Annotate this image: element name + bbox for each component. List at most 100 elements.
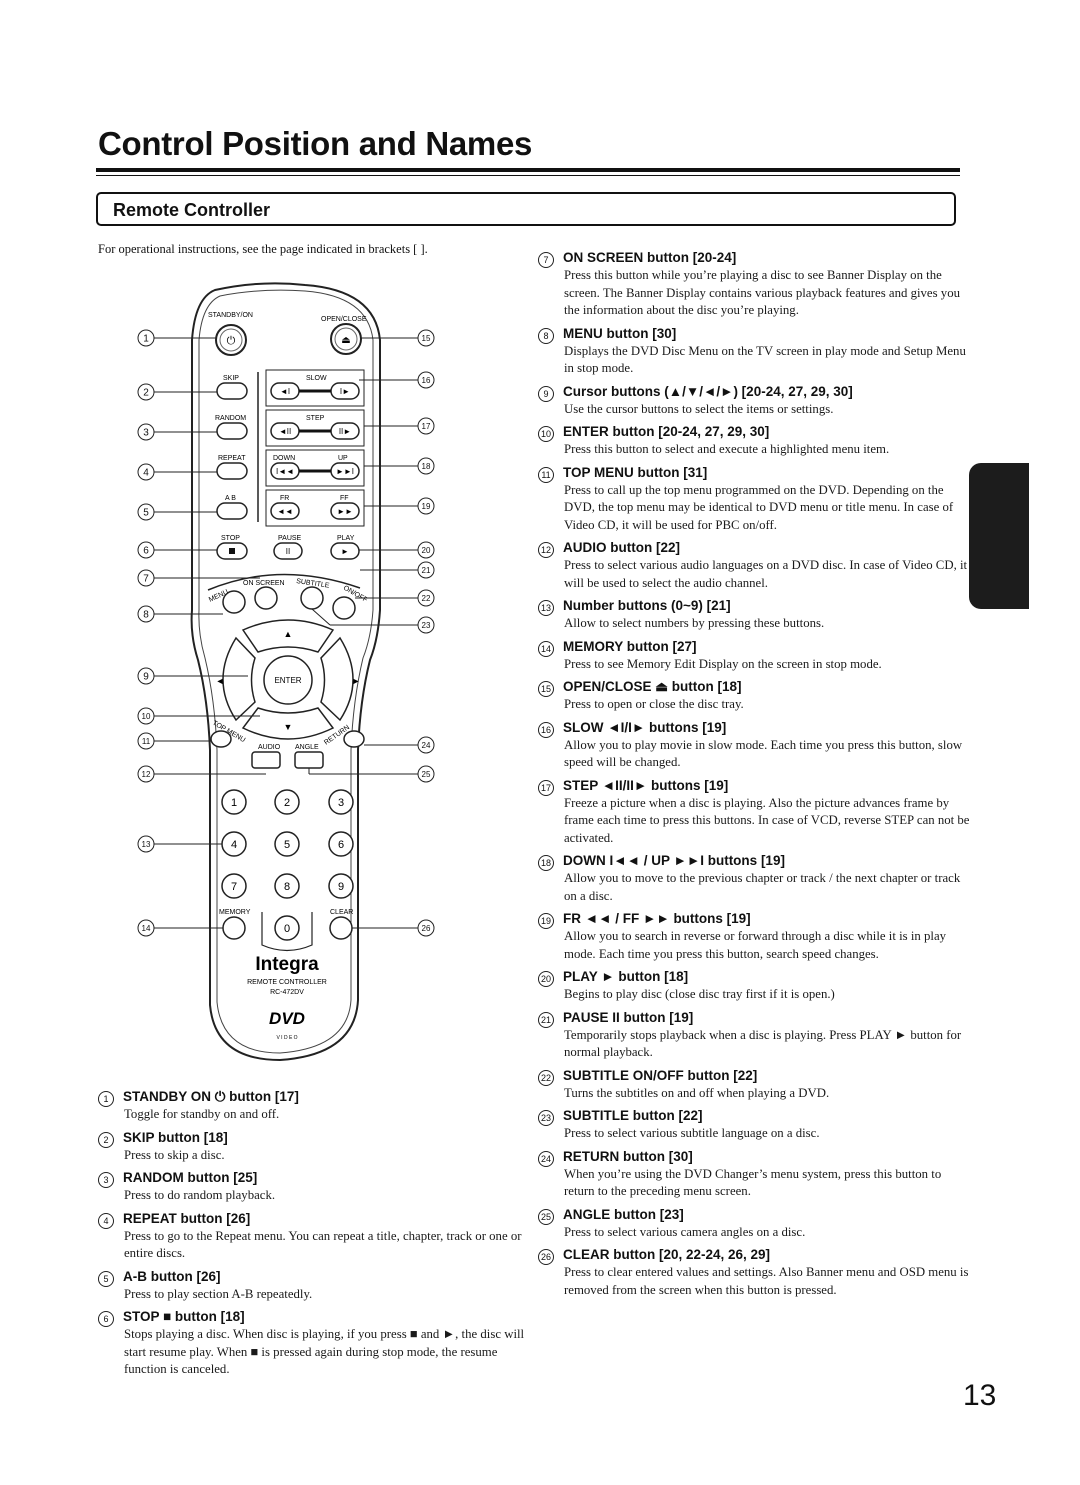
open-close-button[interactable]: ⏏ [330,323,362,355]
cursor-right-button[interactable] [320,636,354,722]
standby-button[interactable]: ⏻ [215,324,247,356]
svg-text:5: 5 [143,508,149,519]
number-button-7[interactable] [221,873,247,899]
callout-number: 8 [538,327,554,344]
callout-number: 25 [538,1208,554,1225]
control-text: Press to go to the Repeat menu. You can … [124,1228,522,1261]
control-text: Toggle for standby on and off. [124,1107,280,1121]
number-button-2[interactable] [274,789,300,815]
svg-text:24: 24 [422,741,431,750]
ff-button[interactable] [330,502,360,520]
number-button-8[interactable] [274,873,300,899]
step-label: STEP [306,415,325,422]
number-button-3[interactable] [328,789,354,815]
remote-illustration: STANDBY/ON OPEN/CLOSE ⏻ ⏏ SKIP RANDOM RE… [137,282,435,1062]
title-rule [96,168,960,172]
subtitle-label: SUBTITLE [296,578,330,590]
top-menu-button[interactable] [210,730,232,748]
control-text: Press to select various audio languages … [564,558,968,590]
control-title: Number buttons (0~9) [21] [563,598,731,613]
repeat-button[interactable] [216,462,248,480]
play-button[interactable] [330,542,360,560]
callout-number: 5 [98,1270,114,1287]
control-title: RETURN button [30] [563,1148,693,1164]
svg-text:◄◄: ◄◄ [277,507,293,516]
on-screen-button[interactable] [254,586,278,610]
svg-text:◄II: ◄II [279,427,291,436]
cursor-up-button[interactable] [241,619,335,653]
svg-text:1: 1 [231,797,237,809]
number-button-0[interactable] [274,915,300,941]
svg-text:7: 7 [143,574,149,585]
control-text: Freeze a picture when a disc is playing.… [564,795,970,845]
fr-button[interactable] [270,502,300,520]
control-text: Temporarily stops playback when a disc i… [564,1027,962,1060]
control-title: TOP MENU button [31] [563,464,708,480]
control-text: Press to select various subtitle languag… [564,1126,820,1140]
random-label: RANDOM [215,415,246,422]
svg-text:►: ► [352,676,361,686]
svg-text:17: 17 [422,422,431,431]
enter-button[interactable] [263,655,313,705]
audio-label: AUDIO [258,744,281,751]
callout-number: 3 [98,1172,114,1188]
enter-label: ENTER [274,676,301,685]
svg-text:25: 25 [422,770,431,779]
svg-text:12: 12 [142,770,151,779]
svg-text:23: 23 [422,621,431,630]
svg-text:8: 8 [143,610,149,621]
play-label: PLAY [337,535,355,542]
menu-button[interactable] [222,590,246,614]
number-button-1[interactable] [221,789,247,815]
return-button[interactable] [343,730,365,748]
svg-text:◄: ◄ [216,676,225,686]
callout-number: 4 [98,1212,114,1229]
svg-text:7: 7 [231,881,237,893]
memory-button[interactable] [222,916,246,940]
callout-number: 13 [538,600,554,616]
subtitle-button[interactable] [300,586,324,610]
pause-button[interactable] [273,542,303,560]
ab-button[interactable] [216,502,248,520]
pause-label: PAUSE [278,535,302,542]
control-title: REPEAT button [26] [123,1210,251,1226]
cursor-pad[interactable]: ▲ ◄ ► ▼ ENTER [216,615,361,740]
random-button[interactable] [216,422,248,440]
control-text: Press to select various camera angles on… [564,1224,806,1239]
svg-text:9: 9 [143,672,149,683]
angle-button[interactable] [294,751,324,769]
subtitle-on-off-button[interactable] [332,596,356,620]
number-button-6[interactable] [328,831,354,857]
control-text: Allow you to search in reverse or forwar… [564,929,947,961]
number-button-9[interactable] [328,873,354,899]
audio-button[interactable] [251,751,281,769]
clear-button[interactable] [329,916,353,940]
callout-number: 15 [538,681,554,697]
svg-text:6: 6 [338,839,344,851]
skip-button[interactable] [216,382,248,400]
cursor-down-button[interactable] [241,707,335,740]
control-text: Press to do random playback. [124,1188,276,1202]
number-button-5[interactable] [274,831,300,857]
skip-label: SKIP [223,375,239,382]
title-rule-thin [96,175,960,176]
cursor-left-button[interactable] [222,636,256,722]
